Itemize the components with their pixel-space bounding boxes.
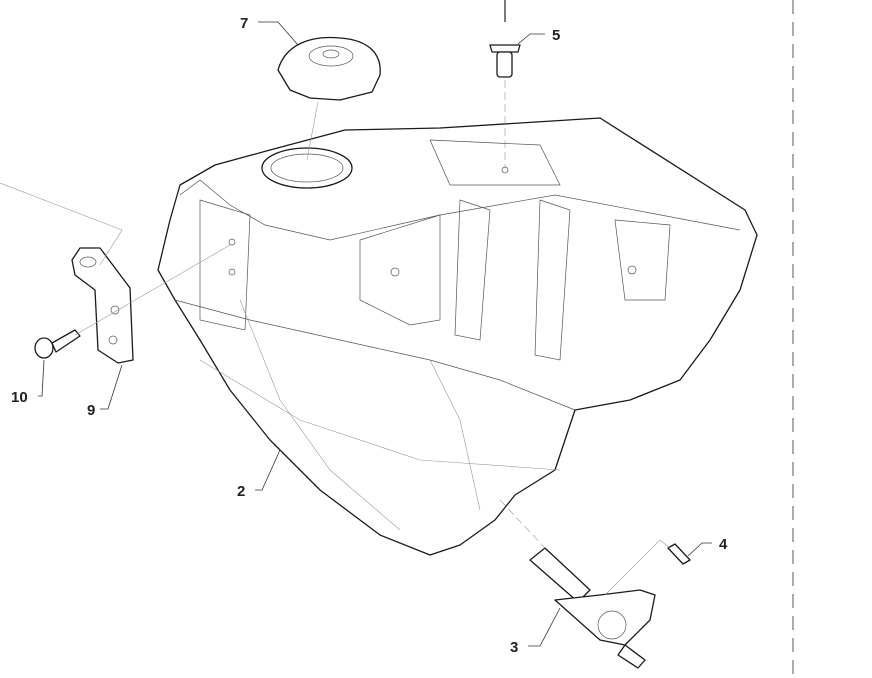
fuel-cap xyxy=(277,36,381,101)
callout-3: 3 xyxy=(510,639,518,656)
callout-4: 4 xyxy=(719,536,728,553)
callout-5: 5 xyxy=(552,27,560,44)
callout-10: 10 xyxy=(11,389,28,406)
leader-lines xyxy=(0,21,712,647)
screw-tap xyxy=(667,543,691,565)
fuel-tap xyxy=(529,547,656,669)
fuel-tank xyxy=(157,117,758,556)
callout-2: 2 xyxy=(237,483,245,500)
bracket xyxy=(71,247,134,364)
callout-7: 7 xyxy=(240,15,248,32)
callout-9: 9 xyxy=(87,402,95,419)
bolt xyxy=(34,329,81,359)
screw-top xyxy=(489,0,521,78)
